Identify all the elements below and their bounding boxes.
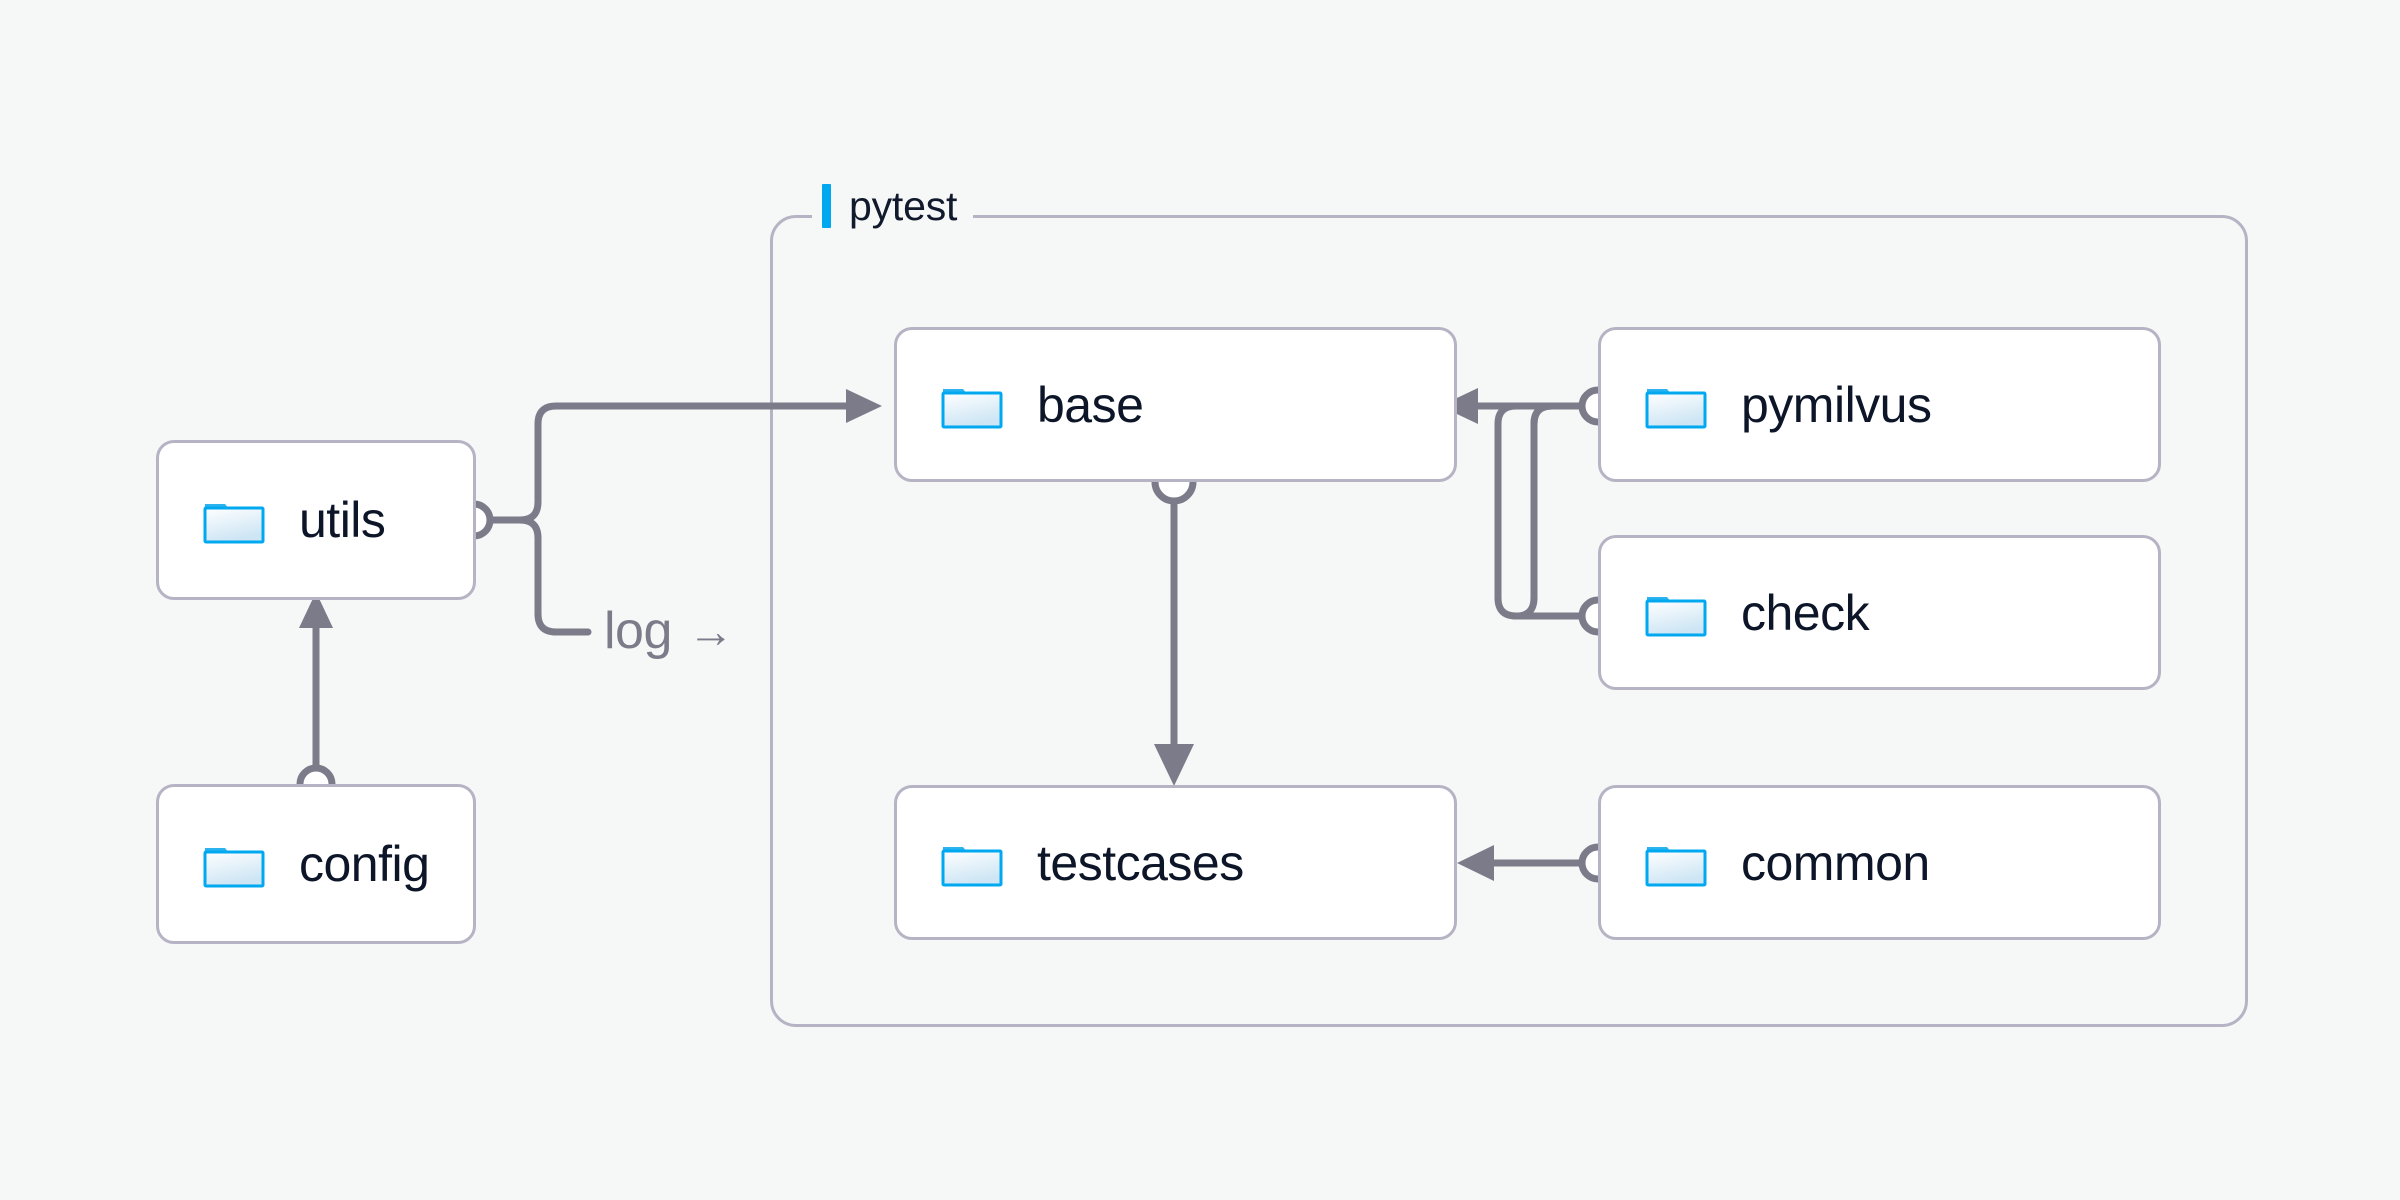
arrow-right-icon: →	[687, 605, 734, 657]
folder-icon	[1645, 596, 1707, 636]
node-config[interactable]: config	[156, 784, 476, 944]
node-utils[interactable]: utils	[156, 440, 476, 600]
folder-icon	[203, 504, 265, 544]
folder-icon	[1645, 846, 1707, 886]
node-pymilvus[interactable]: pymilvus	[1598, 327, 2161, 482]
folder-icon	[941, 388, 1003, 428]
node-testcases[interactable]: testcases	[894, 785, 1457, 940]
node-common[interactable]: common	[1598, 785, 2161, 940]
node-check[interactable]: check	[1598, 535, 2161, 690]
folder-icon	[941, 846, 1003, 886]
node-label: utils	[299, 492, 386, 548]
node-label: common	[1741, 834, 1930, 891]
group-label-pytest: pytest	[812, 178, 974, 234]
edge-config-to-utils	[296, 592, 336, 804]
group-accent-bar-icon	[822, 184, 831, 228]
group-container-pytest[interactable]	[770, 215, 2248, 1027]
node-base[interactable]: base	[894, 327, 1457, 482]
group-label-text: pytest	[849, 182, 958, 229]
edge-utils-to-log	[454, 500, 592, 636]
node-label: base	[1037, 376, 1144, 433]
folder-icon	[203, 848, 265, 888]
node-label: config	[299, 836, 430, 892]
node-label: testcases	[1037, 834, 1244, 891]
edge-label-log-text: log	[604, 602, 672, 660]
folder-icon	[1645, 388, 1707, 428]
edge-label-log: log →	[604, 602, 734, 660]
node-label: check	[1741, 584, 1870, 641]
node-label: pymilvus	[1741, 376, 1932, 433]
